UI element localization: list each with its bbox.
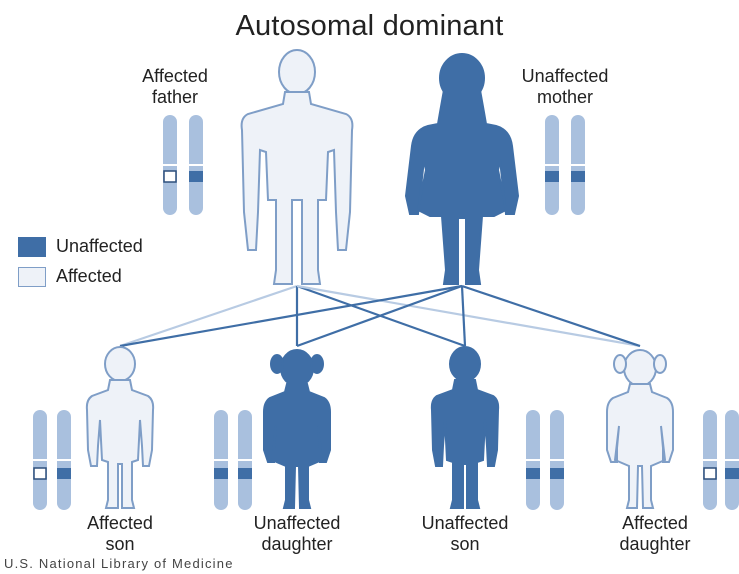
label-unaffected-son: Unaffected son	[390, 513, 540, 555]
father-chromosomes	[163, 115, 203, 215]
inheritance-lines	[120, 286, 640, 346]
affected-son-chromosomes	[33, 410, 71, 510]
unaffected-son-chromosomes	[526, 410, 564, 510]
unaffected-daughter-figure	[264, 350, 330, 508]
label-affected-daughter: Affected daughter	[580, 513, 730, 555]
label-unaffected-daughter: Unaffected daughter	[222, 513, 372, 555]
unaffected-son-figure	[432, 347, 498, 508]
affected-son-figure	[87, 347, 153, 508]
unaffected-daughter-chromosomes	[214, 410, 252, 510]
mother-chromosomes	[545, 115, 585, 215]
mother-figure	[406, 54, 518, 284]
affected-daughter-figure	[607, 350, 673, 508]
label-affected-son: Affected son	[45, 513, 195, 555]
affected-daughter-chromosomes	[703, 410, 739, 510]
source-credit: U.S. National Library of Medicine	[4, 556, 234, 571]
father-figure	[242, 50, 353, 284]
